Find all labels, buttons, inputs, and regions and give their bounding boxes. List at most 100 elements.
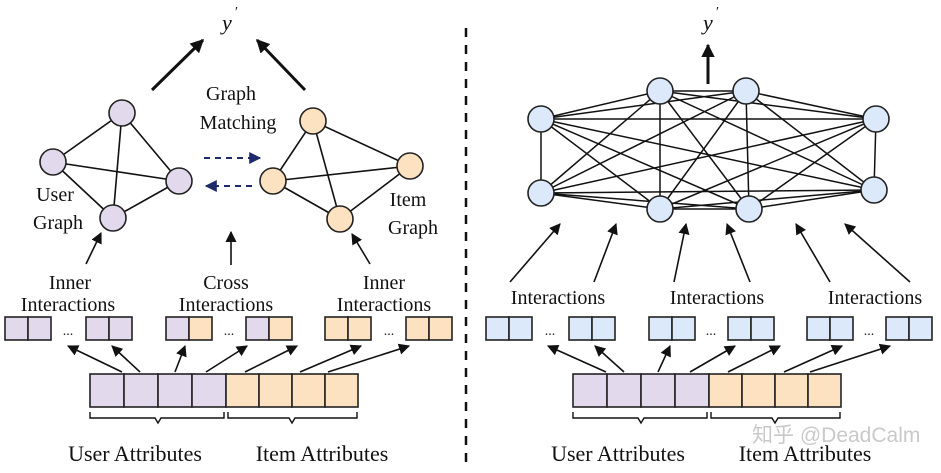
ellipsis: ...: [706, 324, 717, 339]
item-attribute-cell: [324, 373, 359, 408]
pair-box: [750, 316, 775, 341]
item-attribute-cell: [225, 373, 260, 408]
cross-interactions-line1: Cross: [203, 272, 249, 294]
pair-box: [268, 316, 293, 341]
user-attribute-cell: [606, 373, 642, 408]
user-graph-node: [39, 148, 67, 176]
item-attribute-cell: [291, 373, 326, 408]
user-attribute-cell: [191, 373, 227, 408]
user-graph-label-line1: User: [36, 184, 74, 206]
item-graph-node: [326, 205, 354, 233]
graph-node: [646, 195, 674, 223]
left-output-prime: ′: [235, 5, 238, 20]
right-output-prime: ′: [716, 5, 719, 20]
item-graph-label-line2: Graph: [388, 217, 438, 239]
item-graph-node: [396, 152, 424, 180]
user-graph-node: [108, 99, 136, 127]
graph-node: [735, 195, 763, 223]
ellipsis: ...: [224, 324, 235, 339]
pair-box: [908, 316, 933, 341]
pair-box: [885, 316, 910, 341]
user-attribute-cell: [640, 373, 676, 408]
ellipsis: ...: [864, 324, 875, 339]
item-attribute-cell: [258, 373, 293, 408]
inner-interactions-right-line1: Inner: [363, 272, 406, 294]
fully-connected-graph: [527, 77, 890, 223]
ellipsis: ...: [63, 324, 74, 339]
pair-box: [165, 316, 190, 341]
pair-box: [727, 316, 752, 341]
ellipsis: ...: [545, 324, 556, 339]
user-attributes-brace: [89, 412, 225, 425]
inner-interactions-right-line2: Interactions: [337, 294, 432, 316]
pair-box: [485, 316, 510, 341]
graph-node: [860, 176, 888, 204]
item-graph: [259, 107, 424, 233]
item-attributes-label: Item Attributes: [739, 441, 872, 466]
right-pair-boxes: [485, 316, 933, 341]
user-graph-label-line2: Graph: [33, 212, 83, 234]
item-attribute-cell: [774, 373, 809, 408]
graph-matching-label-line1: Graph: [206, 83, 256, 105]
user-attributes-label: User Attributes: [551, 441, 685, 466]
pair-box: [108, 316, 133, 341]
pair-box: [245, 316, 270, 341]
ellipsis: ...: [384, 324, 395, 339]
user-graph: [39, 99, 193, 232]
inner-interactions-left-line1: Inner: [49, 272, 92, 294]
graph-node: [862, 105, 890, 133]
interactions-label: Interactions: [511, 287, 606, 309]
pair-box: [4, 316, 29, 341]
item-attributes-label: Item Attributes: [256, 441, 389, 466]
left-pair-boxes: [4, 316, 453, 341]
graph-node: [527, 179, 555, 207]
pair-box: [648, 316, 673, 341]
left-output-label: y: [220, 10, 232, 35]
user-attributes-brace: [572, 412, 708, 425]
graph-matching-label-line2: Matching: [200, 112, 277, 134]
watermark: 知乎 @DeadCalm: [752, 424, 920, 447]
user-attribute-cell: [89, 373, 125, 408]
item-graph-label-line1: Item: [390, 189, 427, 211]
right-output-label: y: [701, 10, 713, 35]
pair-box: [591, 316, 616, 341]
right-attribute-arrows: [546, 343, 892, 373]
interactions-label: Interactions: [670, 287, 765, 309]
pair-box: [347, 316, 372, 341]
pair-box: [508, 316, 533, 341]
user-attribute-cell: [157, 373, 193, 408]
user-attribute-cell: [572, 373, 608, 408]
pair-box: [671, 316, 696, 341]
fully-connected-edges: [540, 90, 877, 210]
pair-box: [428, 316, 453, 341]
inner-interactions-left-line2: Interactions: [21, 294, 116, 316]
pair-box: [806, 316, 831, 341]
user-graph-node: [99, 204, 127, 232]
item-attributes-brace: [710, 412, 841, 425]
pair-box: [27, 316, 52, 341]
cross-interactions-line2: Interactions: [179, 294, 274, 316]
right-attribute-bar: [572, 373, 842, 408]
inner-right-to-item-graph-arrow: [351, 233, 371, 265]
pair-box: [405, 316, 430, 341]
item-graph-node: [299, 107, 327, 135]
left-attribute-arrows: [66, 343, 411, 373]
right-interaction-arrows: [509, 222, 911, 283]
left-output-arrow-user: [150, 38, 205, 92]
item-attributes-brace: [227, 412, 358, 425]
pair-box: [188, 316, 213, 341]
item-attribute-cell: [741, 373, 776, 408]
pair-box: [568, 316, 593, 341]
inner-left-to-user-graph-arrow: [85, 231, 102, 265]
graph-node: [732, 77, 760, 105]
user-attribute-cell: [674, 373, 710, 408]
left-output-arrow-item: [255, 38, 307, 92]
user-graph-node: [165, 167, 193, 195]
graph-node: [646, 77, 674, 105]
pair-box: [85, 316, 110, 341]
left-attribute-bar: [89, 373, 359, 408]
user-attribute-cell: [123, 373, 159, 408]
interactions-label: Interactions: [828, 287, 923, 309]
item-graph-node: [259, 167, 287, 195]
